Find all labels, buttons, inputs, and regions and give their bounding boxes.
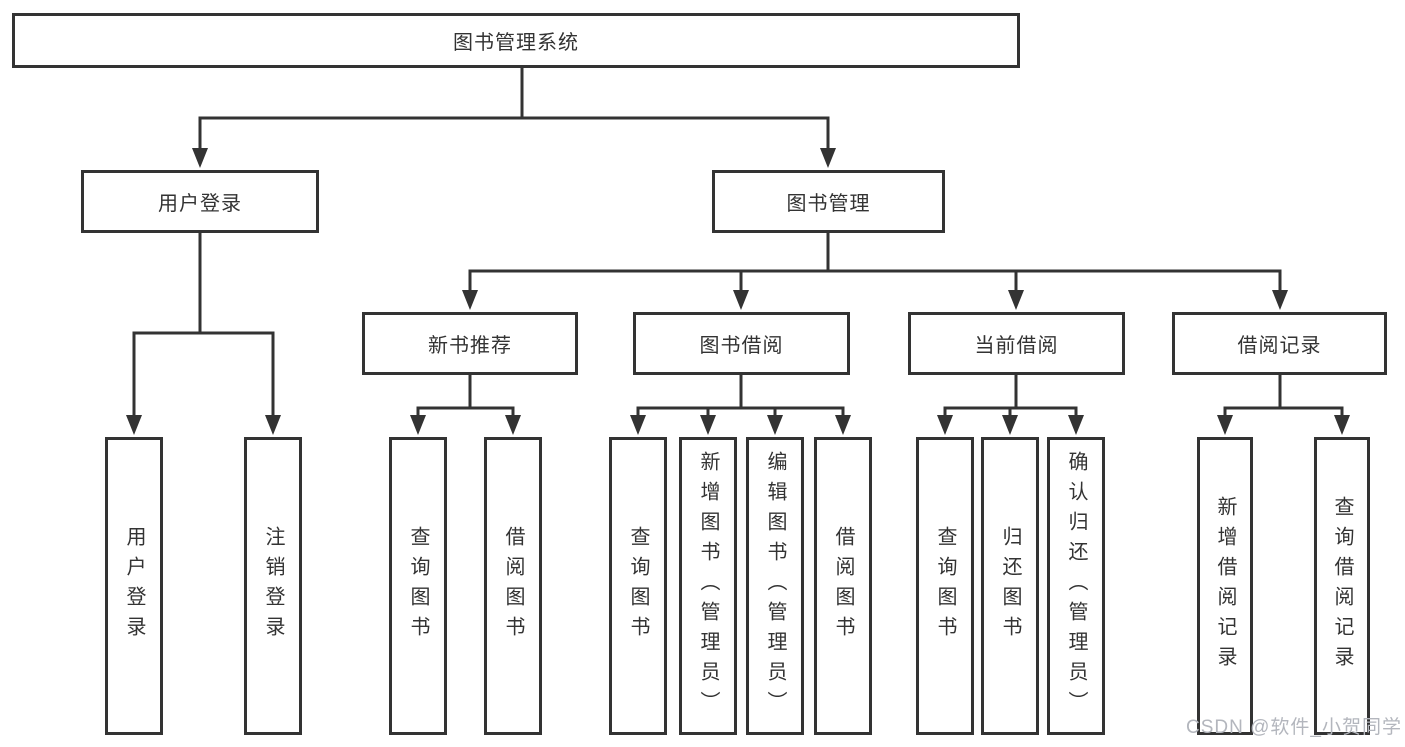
leaf-bb-edit-books-admin-label: 编辑图书（管理员） (764, 451, 786, 721)
leaf-cb-return-books: 归还图书 (981, 437, 1039, 735)
leaf-user-login-label: 用户登录 (123, 526, 145, 646)
leaf-bb-edit-books-admin: 编辑图书（管理员） (746, 437, 804, 735)
leaf-cb-return-books-label: 归还图书 (999, 526, 1021, 646)
watermark: CSDN @软件_小贺同学 (1186, 717, 1402, 738)
leaf-nbr-borrow-books: 借阅图书 (484, 437, 542, 735)
leaf-br-query-record-label: 查询借阅记录 (1331, 496, 1353, 676)
leaf-bb-query-books-label: 查询图书 (627, 526, 649, 646)
node-user-login-branch: 用户登录 (81, 170, 319, 233)
leaf-cb-query-books: 查询图书 (916, 437, 974, 735)
node-new-book-rec: 新书推荐 (362, 312, 578, 375)
node-book-mgmt-branch-label: 图书管理 (786, 193, 871, 215)
leaf-br-query-record: 查询借阅记录 (1314, 437, 1370, 735)
leaf-bb-borrow-books-label: 借阅图书 (832, 526, 854, 646)
leaf-nbr-query-books: 查询图书 (389, 437, 447, 735)
leaf-logout-label: 注销登录 (262, 526, 284, 646)
node-book-borrow: 图书借阅 (633, 312, 850, 375)
node-current-borrow-label: 当前借阅 (974, 335, 1059, 357)
leaf-nbr-query-books-label: 查询图书 (407, 526, 429, 646)
node-borrow-records: 借阅记录 (1172, 312, 1387, 375)
node-current-borrow: 当前借阅 (908, 312, 1125, 375)
node-book-borrow-label: 图书借阅 (699, 335, 784, 357)
leaf-br-add-record-label: 新增借阅记录 (1214, 496, 1236, 676)
leaf-br-add-record: 新增借阅记录 (1197, 437, 1253, 735)
leaf-bb-add-books-admin: 新增图书（管理员） (679, 437, 737, 735)
node-new-book-rec-label: 新书推荐 (428, 335, 512, 357)
node-user-login-branch-label: 用户登录 (158, 193, 242, 215)
node-root-label: 图书管理系统 (453, 32, 579, 54)
leaf-bb-add-books-admin-label: 新增图书（管理员） (697, 451, 719, 721)
leaf-cb-query-books-label: 查询图书 (934, 526, 956, 646)
node-book-mgmt-branch: 图书管理 (712, 170, 945, 233)
leaf-logout: 注销登录 (244, 437, 302, 735)
node-root: 图书管理系统 (12, 13, 1020, 68)
node-borrow-records-label: 借阅记录 (1237, 335, 1322, 357)
leaf-user-login: 用户登录 (105, 437, 163, 735)
leaf-bb-query-books: 查询图书 (609, 437, 667, 735)
leaf-bb-borrow-books: 借阅图书 (814, 437, 872, 735)
leaf-cb-confirm-return-admin-label: 确认归还（管理员） (1065, 451, 1087, 721)
leaf-cb-confirm-return-admin: 确认归还（管理员） (1047, 437, 1105, 735)
leaf-nbr-borrow-books-label: 借阅图书 (502, 526, 524, 646)
arrowhead-icons (126, 148, 1350, 435)
